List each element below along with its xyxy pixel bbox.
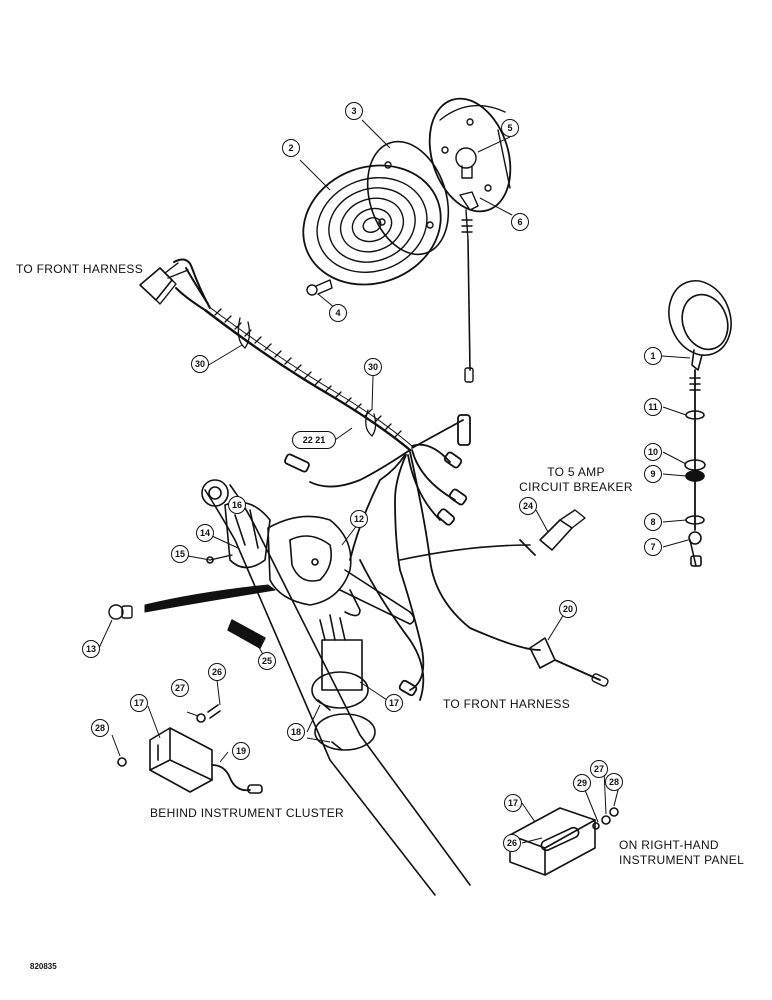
callout-17-center: 17 <box>385 694 403 712</box>
callout-26-left: 26 <box>208 663 226 681</box>
drawing-number: 820835 <box>30 962 57 971</box>
harness-branches <box>284 414 541 701</box>
lamp-wire <box>467 239 471 371</box>
label-to-front-harness-top: TO FRONT HARNESS <box>16 262 144 276</box>
callout-5: 5 <box>501 119 519 137</box>
main-harness <box>203 305 413 452</box>
label-right-hand-panel-1: ON RIGHT-HAND <box>619 838 719 852</box>
callout-17-right: 17 <box>504 794 522 812</box>
callout-10: 10 <box>644 443 662 461</box>
callout-25: 25 <box>258 652 276 670</box>
callout-29: 29 <box>573 774 591 792</box>
callout-18: 18 <box>287 723 305 741</box>
label-to-front-harness-bottom: TO FRONT HARNESS <box>443 697 571 711</box>
column-clamps <box>311 671 376 751</box>
callout-9: 9 <box>644 465 662 483</box>
callout-17-left: 17 <box>130 694 148 712</box>
callout-20: 20 <box>559 600 577 618</box>
lamp-lens <box>302 164 442 286</box>
callout-28-right: 28 <box>605 773 623 791</box>
flasher-right-panel <box>509 807 619 876</box>
callout-7: 7 <box>644 538 662 556</box>
callout-24: 24 <box>519 497 537 515</box>
label-right-hand-panel-2: INSTRUMENT PANEL <box>619 853 745 867</box>
callout-27-right: 27 <box>590 760 608 778</box>
callout-26-right: 26 <box>503 834 521 852</box>
turn-signal-switch <box>206 501 415 625</box>
circuit-breaker-connector <box>539 509 586 551</box>
front-harness-connector <box>139 258 211 311</box>
callout-30-left: 30 <box>191 355 209 373</box>
switch-lead <box>144 584 276 613</box>
callout-4: 4 <box>329 304 347 322</box>
callout-13: 13 <box>82 640 100 658</box>
callout-1: 1 <box>644 347 662 365</box>
callout-27-left: 27 <box>171 679 189 697</box>
callout-19: 19 <box>232 742 250 760</box>
callout-14: 14 <box>196 524 214 542</box>
callout-15: 15 <box>171 545 189 563</box>
flasher-behind-cluster <box>117 704 263 794</box>
bulb-13 <box>108 604 133 620</box>
callout-22-21: 22 21 <box>292 431 336 449</box>
label-circuit-breaker-2: CIRCUIT BREAKER <box>519 480 633 494</box>
flasher-cover <box>227 619 266 649</box>
lamp-housing <box>428 97 512 241</box>
lamp-gasket <box>366 140 450 256</box>
steering-column <box>201 479 471 896</box>
connector-20 <box>529 637 609 687</box>
label-behind-instrument-cluster: BEHIND INSTRUMENT CLUSTER <box>150 806 344 820</box>
callout-2: 2 <box>282 139 300 157</box>
label-circuit-breaker-1: TO 5 AMP <box>547 465 605 479</box>
callout-8: 8 <box>644 513 662 531</box>
lamp-screw <box>306 279 333 296</box>
callout-30-right: 30 <box>364 358 382 376</box>
lamp-bulb <box>455 147 477 169</box>
callout-12: 12 <box>350 510 368 528</box>
callout-6: 6 <box>511 213 529 231</box>
callout-3: 3 <box>345 102 363 120</box>
callout-28-left: 28 <box>91 719 109 737</box>
work-lamp <box>668 280 732 567</box>
callout-11: 11 <box>644 398 662 416</box>
flasher-mount <box>319 614 363 691</box>
callout-16: 16 <box>228 496 246 514</box>
